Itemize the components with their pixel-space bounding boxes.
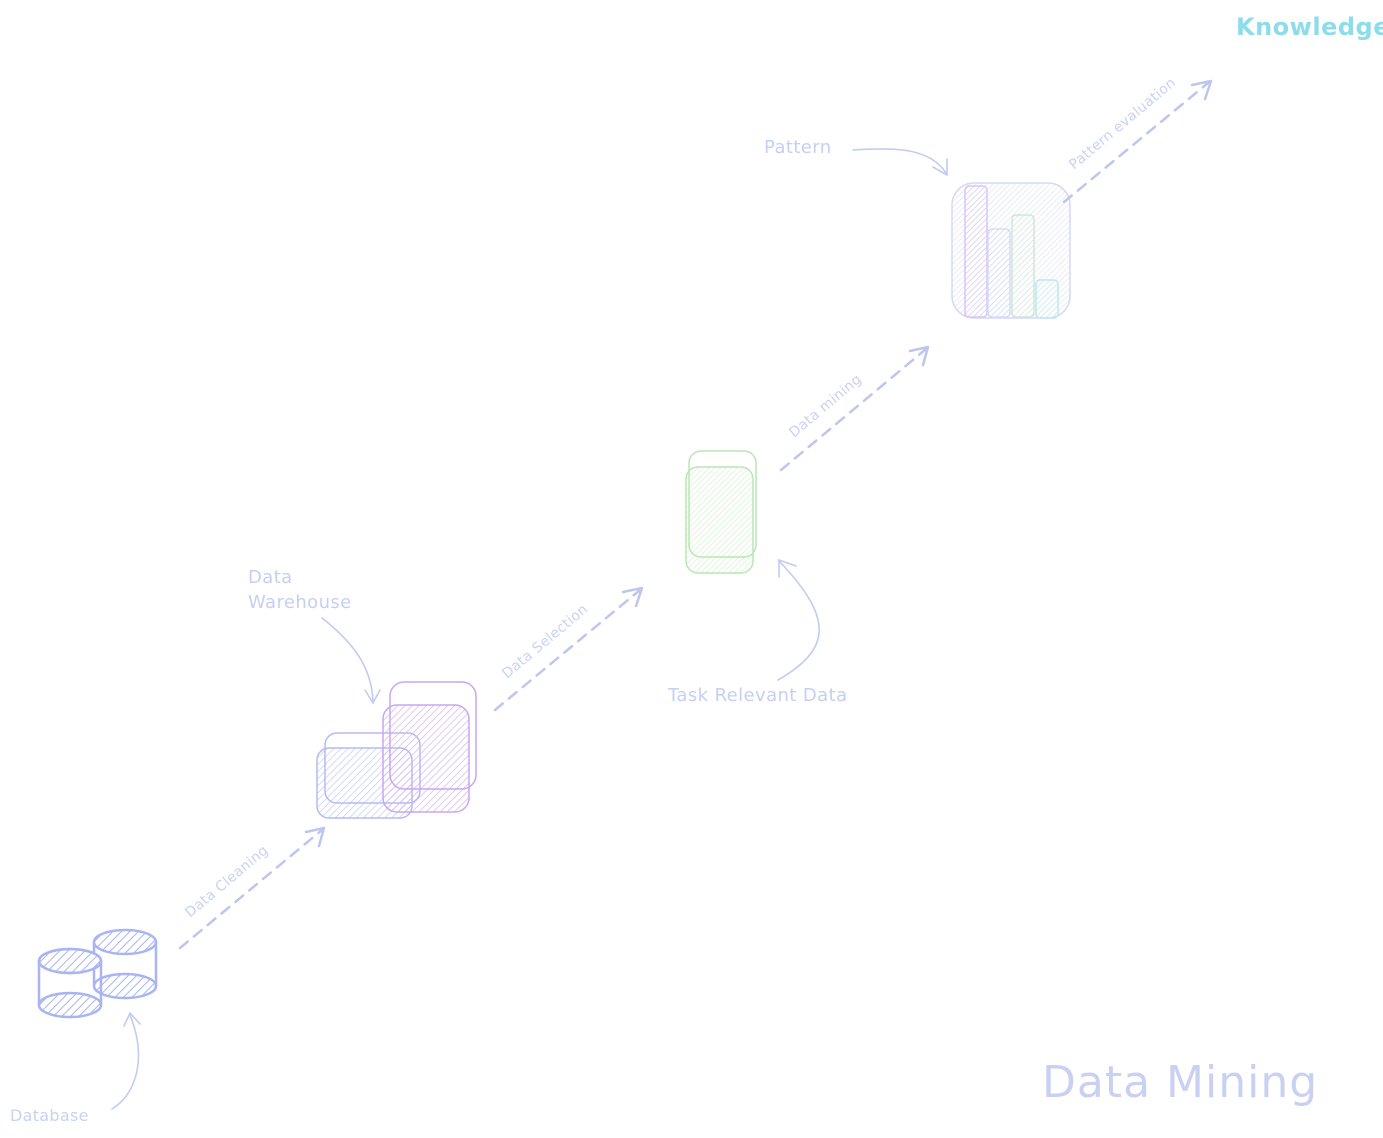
pattern-label: Pattern xyxy=(764,137,832,158)
pattern-pointer-arrowhead xyxy=(932,158,948,177)
pattern-pointer-arrow xyxy=(852,148,947,174)
database-cylinder-back xyxy=(92,928,158,1000)
data-selection-arrow xyxy=(493,586,644,712)
data-warehouse-label-line2: Warehouse xyxy=(248,592,352,613)
task-relevant-data-icon xyxy=(685,450,757,574)
pattern-evaluation-label: Pattern evaluation xyxy=(1066,75,1179,173)
task-relevant-data-pointer-arrow xyxy=(777,561,820,681)
pattern-icon xyxy=(951,182,1071,319)
data-warehouse-label-line1: Data xyxy=(248,567,293,588)
task-relevant-data-pointer-arrowhead xyxy=(778,558,797,578)
task-relevant-data-label: Task Relevant Data xyxy=(667,685,847,706)
database-icon xyxy=(37,928,158,1019)
database-label: Database xyxy=(10,1106,89,1125)
knowledge-label: Knowledge xyxy=(1236,13,1383,41)
database-cylinder-front xyxy=(37,947,103,1019)
pattern-evaluation-arrow xyxy=(1062,79,1213,204)
data-warehouse-pointer-arrowhead xyxy=(364,689,381,705)
diagram-title: Data Mining xyxy=(1042,1057,1318,1108)
data-mining-arrow xyxy=(779,345,930,472)
data-mining-label: Data mining xyxy=(786,371,865,441)
data-warehouse-icon xyxy=(316,681,477,819)
database-pointer-arrow xyxy=(111,1014,140,1110)
data-warehouse-pointer-arrow xyxy=(321,617,374,703)
data-cleaning-arrow xyxy=(178,826,326,950)
database-pointer-arrowhead xyxy=(123,1011,141,1027)
